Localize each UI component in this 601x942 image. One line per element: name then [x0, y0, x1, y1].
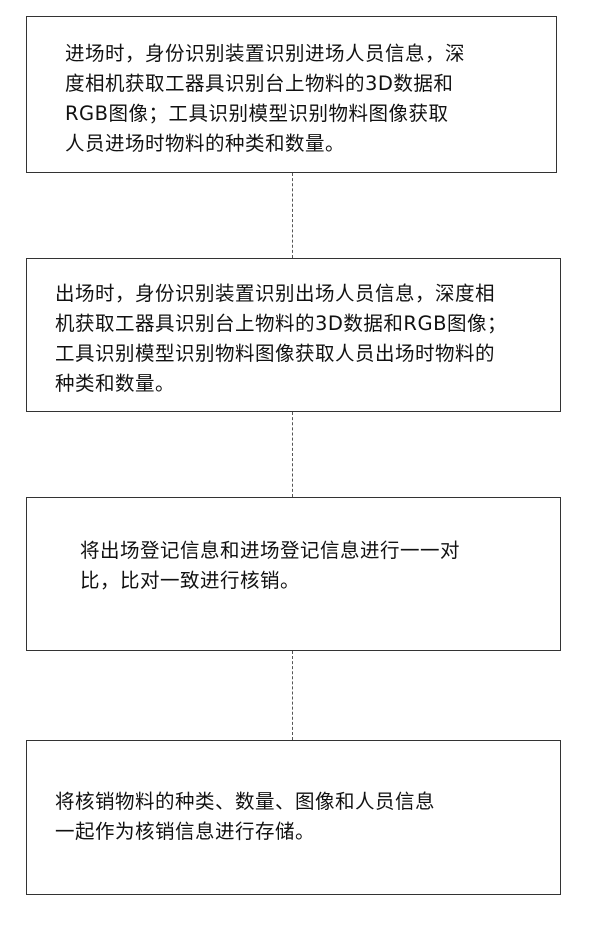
step-1-box: 进场时，身份识别装置识别进场人员信息，深 度相机获取工器具识别台上物料的3D数据…	[26, 16, 557, 173]
step-1-text: 进场时，身份识别装置识别进场人员信息，深 度相机获取工器具识别台上物料的3D数据…	[65, 39, 465, 159]
step-3-text: 将出场登记信息和进场登记信息进行一一对 比，比对一致进行核销。	[80, 536, 460, 596]
step-3-box: 将出场登记信息和进场登记信息进行一一对 比，比对一致进行核销。	[26, 497, 561, 651]
connector-1-2	[292, 173, 293, 258]
step-2-line-2: 机获取工器具识别台上物料的3D数据和RGB图像；	[55, 309, 507, 339]
step-2-line-1: 出场时，身份识别装置识别出场人员信息，深度相	[55, 279, 507, 309]
step-4-line-2: 一起作为核销信息进行存储。	[55, 817, 435, 847]
step-4-text: 将核销物料的种类、数量、图像和人员信息 一起作为核销信息进行存储。	[55, 787, 435, 847]
step-2-line-4: 种类和数量。	[55, 369, 507, 399]
step-4-line-1: 将核销物料的种类、数量、图像和人员信息	[55, 787, 435, 817]
step-1-line-4: 人员进场时物料的种类和数量。	[65, 129, 465, 159]
connector-3-4	[292, 651, 293, 740]
step-2-text: 出场时，身份识别装置识别出场人员信息，深度相 机获取工器具识别台上物料的3D数据…	[55, 279, 507, 399]
step-2-line-3: 工具识别模型识别物料图像获取人员出场时物料的	[55, 339, 507, 369]
step-1-line-3: RGB图像；工具识别模型识别物料图像获取	[65, 99, 465, 129]
step-3-line-1: 将出场登记信息和进场登记信息进行一一对	[80, 536, 460, 566]
step-3-line-2: 比，比对一致进行核销。	[80, 566, 460, 596]
step-1-line-2: 度相机获取工器具识别台上物料的3D数据和	[65, 69, 465, 99]
connector-2-3	[292, 412, 293, 497]
step-1-line-1: 进场时，身份识别装置识别进场人员信息，深	[65, 39, 465, 69]
step-4-box: 将核销物料的种类、数量、图像和人员信息 一起作为核销信息进行存储。	[26, 740, 561, 895]
step-2-box: 出场时，身份识别装置识别出场人员信息，深度相 机获取工器具识别台上物料的3D数据…	[26, 258, 561, 412]
